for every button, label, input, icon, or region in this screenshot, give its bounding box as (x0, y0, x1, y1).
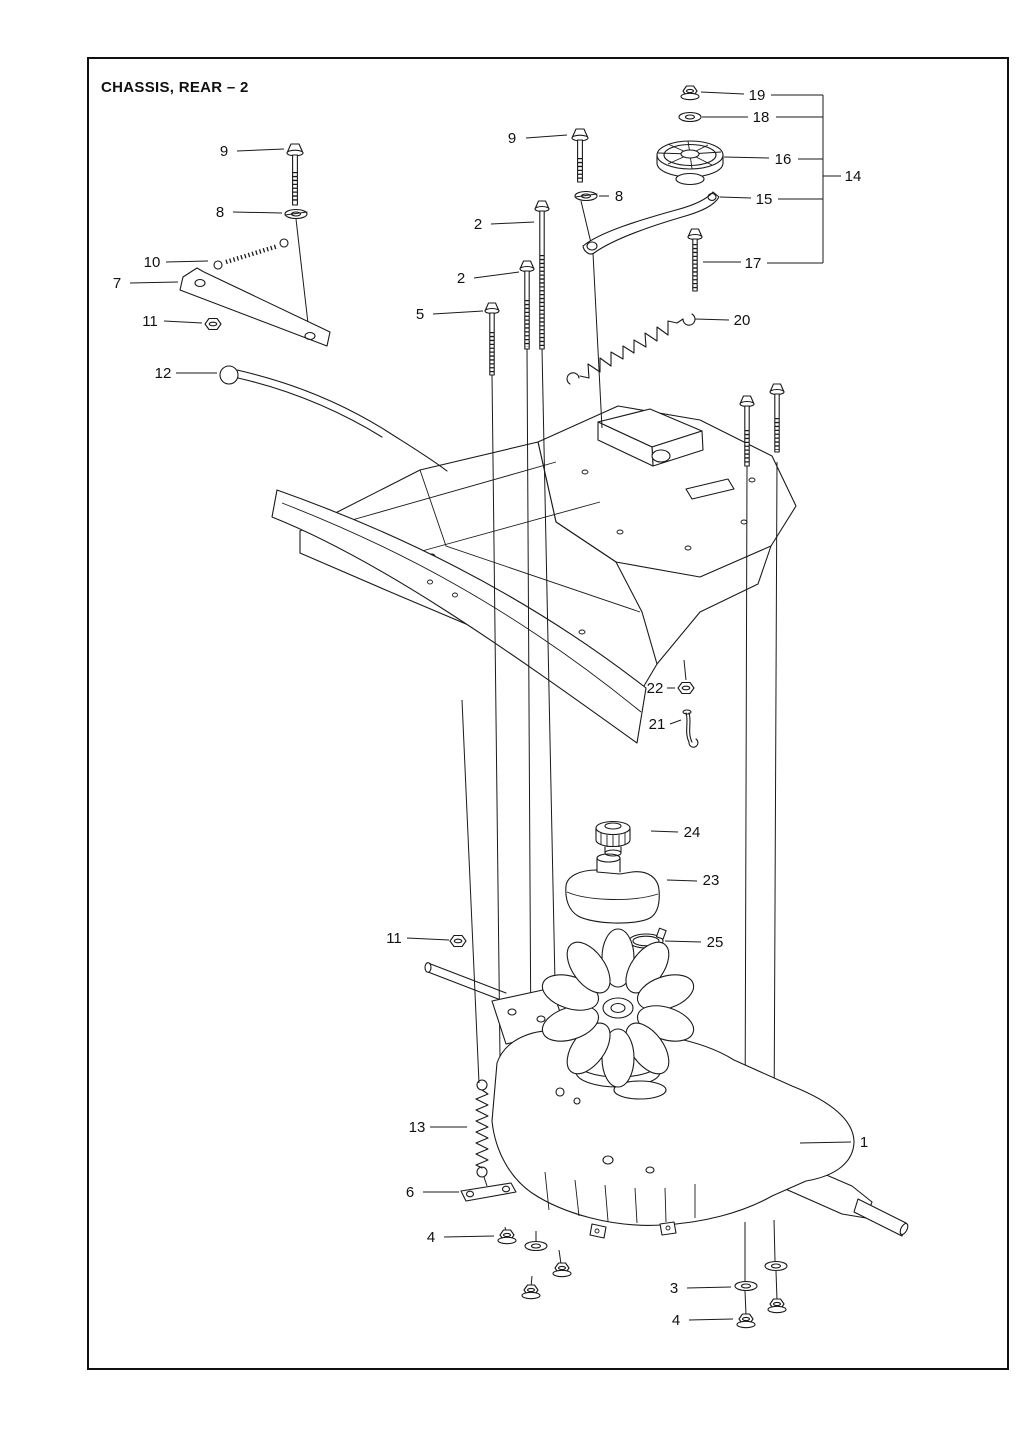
callout-21: 21 (649, 716, 666, 733)
part-bolt-5 (484, 302, 500, 376)
part-chassis (271, 405, 797, 744)
part-nut-4-left (497, 1229, 517, 1245)
part-washer-bottom-d (764, 1260, 788, 1272)
part-wire-12 (219, 365, 448, 472)
part-nut-bottom-b (552, 1262, 572, 1278)
leader-lines (129, 91, 852, 1321)
part-rod-10 (213, 238, 289, 270)
callout-9-right: 9 (508, 130, 516, 147)
callout-13: 13 (409, 1119, 426, 1136)
part-bolt-17 (687, 228, 703, 292)
part-bracket-7 (179, 267, 331, 347)
part-nut-19 (680, 85, 700, 101)
part-nut-4-right (736, 1313, 756, 1329)
callout-2-upper: 2 (474, 216, 482, 233)
part-reservoir-23 (565, 853, 660, 924)
callout-11-mid: 11 (386, 930, 402, 947)
callout-2-lower: 2 (457, 270, 465, 287)
callout-18: 18 (753, 109, 770, 126)
callout-25: 25 (707, 934, 724, 951)
part-bolt-rear-left (739, 395, 755, 467)
part-nut-bottom-c (521, 1284, 541, 1300)
callout-22: 22 (647, 680, 664, 697)
part-bolt-9-right (571, 128, 589, 183)
callout-8-right: 8 (615, 188, 623, 205)
bolt-through-lines (295, 200, 778, 1316)
part-washer-8-right (574, 190, 598, 202)
callout-7: 7 (113, 275, 121, 292)
part-bolt-2-upper (534, 200, 550, 350)
page-title: CHASSIS, REAR – 2 (101, 79, 249, 96)
callout-4-left: 4 (427, 1229, 435, 1246)
callout-3: 3 (670, 1280, 678, 1297)
part-nut-bottom-e (767, 1298, 787, 1314)
callout-12: 12 (155, 365, 172, 382)
part-fan (541, 928, 695, 1088)
part-pulley-16 (656, 140, 724, 186)
part-nut-22 (677, 681, 695, 695)
callout-labels: 19 18 16 14 15 9 8 9 8 2 2 10 7 17 11 5 … (113, 87, 868, 1329)
callout-10: 10 (144, 254, 161, 271)
callout-17: 17 (745, 255, 762, 272)
part-nut-11-top (204, 317, 222, 331)
part-cap-24 (595, 820, 631, 857)
part-arm-15 (582, 191, 720, 255)
part-bolt-9-left (286, 143, 304, 206)
part-pin-21 (682, 709, 699, 748)
part-bracket-6 (460, 1182, 517, 1202)
callout-23: 23 (703, 872, 720, 889)
callout-5: 5 (416, 306, 424, 323)
callout-8-left: 8 (216, 204, 224, 221)
part-spring-20 (566, 313, 696, 385)
part-washer-3 (734, 1280, 758, 1292)
callout-15: 15 (756, 191, 773, 208)
callout-16: 16 (775, 151, 792, 168)
part-spring-13 (475, 1079, 489, 1178)
callout-6: 6 (406, 1184, 414, 1201)
callout-4-right: 4 (672, 1312, 680, 1329)
callout-19: 19 (749, 87, 766, 104)
part-washer-bottom-a (524, 1240, 548, 1252)
page-border (87, 57, 1009, 1370)
part-washer-18 (678, 111, 702, 123)
part-nut-11-mid (449, 934, 467, 948)
callout-9-left: 9 (220, 143, 228, 160)
callout-20: 20 (734, 312, 751, 329)
part-washer-8-left (284, 208, 308, 220)
callout-11-top: 11 (142, 313, 158, 330)
callout-1: 1 (860, 1134, 868, 1151)
callout-14: 14 (845, 168, 862, 185)
part-bolt-rear-right (769, 383, 785, 453)
callout-24: 24 (684, 824, 701, 841)
part-bolt-2-lower (519, 260, 535, 350)
